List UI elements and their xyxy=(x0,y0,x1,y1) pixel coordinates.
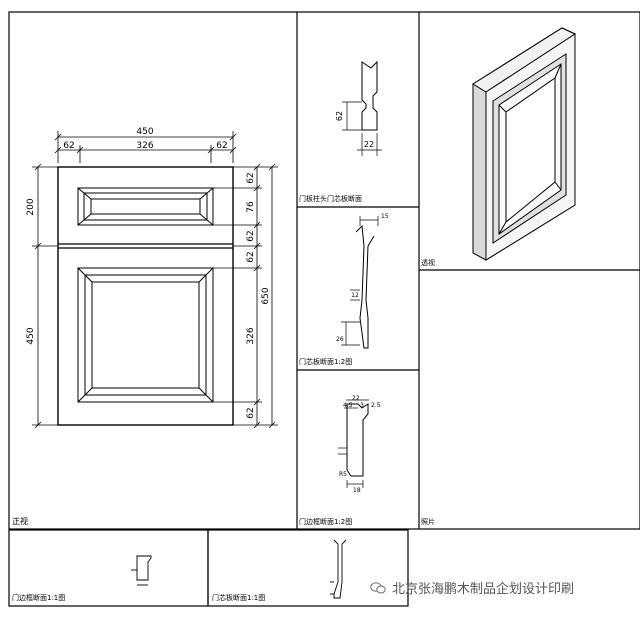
watermark-text: 北京张海鹏木制品企划设计印刷 xyxy=(392,582,575,597)
dim-right-76: 76 xyxy=(246,201,256,213)
dim-right-stile: 62 xyxy=(216,141,227,151)
section-a-dim-22: 22 xyxy=(364,140,374,149)
section-c-label: 门边框断面1:2图 xyxy=(299,517,352,526)
section-b-profile xyxy=(341,216,379,349)
perspective-view xyxy=(472,27,577,261)
dim-drawer-height: 200 xyxy=(26,198,36,215)
section-b-dim-26: 26 xyxy=(336,336,344,343)
bottom-section-b-label: 门芯板断面1:1图 xyxy=(212,593,265,602)
dim-center-width: 326 xyxy=(136,141,153,151)
dim-right-62: 62 xyxy=(246,230,256,241)
drawing-frame xyxy=(8,11,640,530)
dim-door-height: 450 xyxy=(26,327,36,344)
dim-right-650: 650 xyxy=(261,287,271,304)
bottom-section-a-label: 门边框断面1:1图 xyxy=(12,593,65,602)
dim-right-326: 326 xyxy=(246,327,256,344)
dim-right-62: 62 xyxy=(246,172,256,183)
section-c-dim-18: 18 xyxy=(353,487,361,494)
section-c-dim-45: 4.5 xyxy=(343,402,353,409)
wechat-logo-icon xyxy=(370,582,386,594)
photo-label: 照片 xyxy=(421,517,435,526)
front-view xyxy=(32,131,278,429)
door-outline xyxy=(57,166,234,426)
section-c-dim-22: 22 xyxy=(352,395,360,402)
section-c-dim-r5: R5 xyxy=(339,471,347,478)
door-panel xyxy=(77,267,214,403)
watermark: 北京张海鹏木制品企划设计印刷 xyxy=(370,578,574,597)
front-view-label: 正视 xyxy=(12,516,28,526)
dim-right-62: 62 xyxy=(246,251,256,262)
drawer-panel xyxy=(77,187,214,226)
bottom-section-a-profile xyxy=(131,555,152,586)
section-a-dim-62: 62 xyxy=(335,111,344,121)
section-c-profile xyxy=(338,399,369,488)
dim-left-stile: 62 xyxy=(63,141,74,151)
bottom-section-b-profile xyxy=(330,539,347,599)
section-b-dim-top: 15 xyxy=(381,213,389,220)
section-a-profile xyxy=(342,60,382,156)
section-b-dim-mid: 12 xyxy=(351,292,359,299)
dim-total-width: 450 xyxy=(136,127,153,137)
section-a-label: 门板柱头门芯板断面 xyxy=(299,194,362,203)
section-c-dim-3: 3 xyxy=(360,402,364,409)
perspective-label: 透视 xyxy=(421,258,435,267)
bottom-panel-b xyxy=(207,529,409,607)
section-b-label: 门芯板断面1:2图 xyxy=(299,357,352,366)
section-c-dim-25: 2.5 xyxy=(371,402,381,409)
dim-right-62: 62 xyxy=(246,407,256,418)
